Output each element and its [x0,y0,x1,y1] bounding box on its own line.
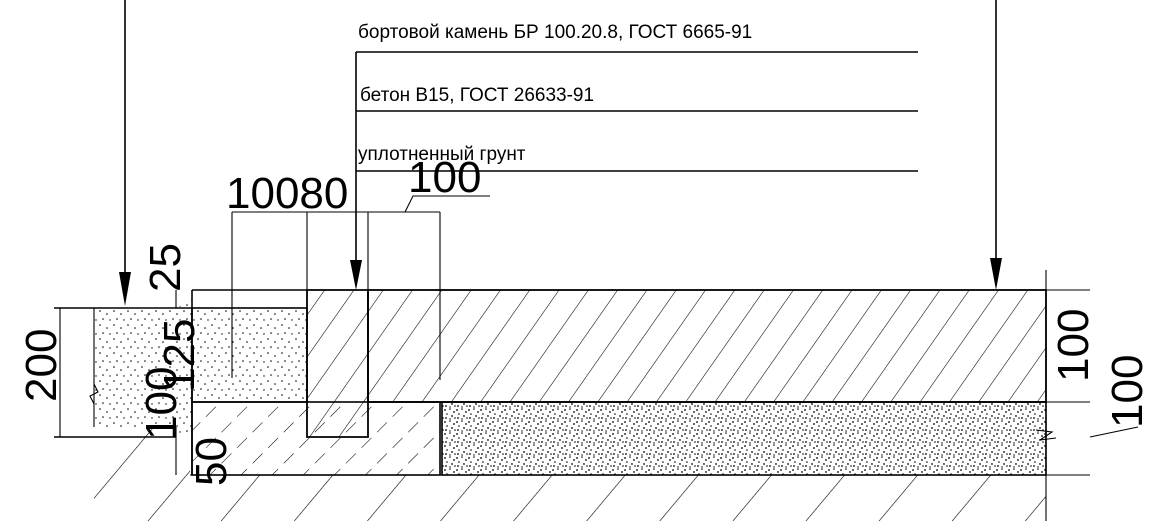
curb-stone [306,289,369,438]
dim-right-100-b: 100 [1103,355,1152,428]
sand-base-right [441,401,1047,476]
soil-label: уплотненный грунт [358,144,526,165]
dim-left-100: 100 [137,367,186,440]
concrete-label: бетон В15, ГОСТ 26633-91 [360,85,594,106]
sand-pocket [191,307,308,403]
dim-left-50: 50 [187,437,236,486]
top-dimension-lines [231,195,490,380]
pavement-layer [367,289,1090,476]
curb-label: бортовой камень БР 100.20.8, ГОСТ 6665-9… [358,22,752,43]
dim-right-100-a: 100 [1049,309,1098,382]
left-dimension-lines [59,290,1139,475]
dim-left-25: 25 [141,243,190,292]
dim-top-left: 10080 [226,169,348,218]
sand-fill-left [94,300,192,436]
section-outline [54,270,1057,521]
leader-lines [119,0,1002,306]
dim-left-125: 125 [155,319,204,392]
dim-left-200: 200 [17,329,66,402]
dim-top-right: 100 [408,153,481,202]
